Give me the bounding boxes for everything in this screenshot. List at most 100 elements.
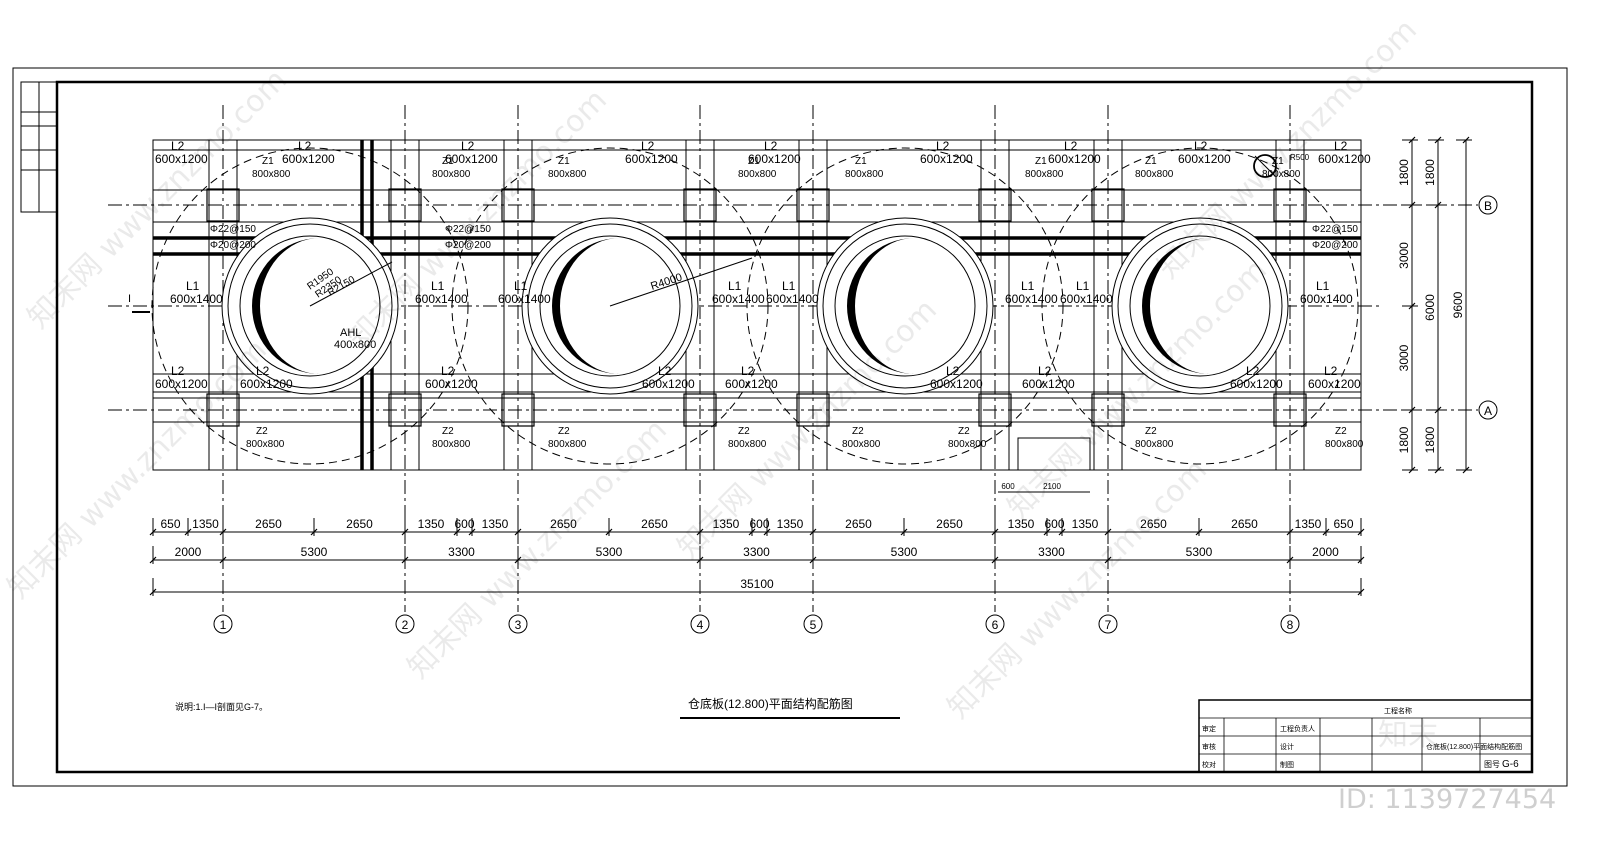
dim-tick xyxy=(184,528,192,536)
dim-value: 3300 xyxy=(1038,545,1065,559)
rebar-label: Φ20@200 xyxy=(210,240,256,251)
beam-size: 600x1200 xyxy=(930,377,983,391)
dim-tick xyxy=(1357,588,1365,596)
beam-size: 600x1400 xyxy=(712,292,765,306)
dim-tick xyxy=(1286,528,1294,536)
dim-value: 2650 xyxy=(550,517,577,531)
column-z1 xyxy=(388,188,422,222)
dim-value: 2650 xyxy=(641,517,668,531)
axis-label: 2 xyxy=(402,618,409,632)
dim-value: 3000 xyxy=(1397,242,1411,269)
dim-tick xyxy=(514,556,522,564)
column-label: Z1 xyxy=(1145,156,1157,167)
beam-label: L1 xyxy=(514,279,528,293)
dim-tick xyxy=(219,556,227,564)
silo-ring xyxy=(822,223,988,389)
axis-bubble xyxy=(395,614,415,634)
dim-tick xyxy=(1434,201,1442,209)
column-size: 800x800 xyxy=(548,439,587,450)
dim-value: 1800 xyxy=(1397,159,1411,186)
tb-cell: 审定 xyxy=(1202,724,1216,733)
beam-label: L1 xyxy=(728,279,742,293)
dim-tick xyxy=(514,528,522,536)
axis-label: 1 xyxy=(220,618,227,632)
beam-label: L2 xyxy=(641,139,655,153)
beam-size: 600x1200 xyxy=(1178,152,1231,166)
dim-value: 600 xyxy=(454,517,474,531)
tb-cell: 制图 xyxy=(1280,760,1294,769)
dim-value: 3300 xyxy=(448,545,475,559)
dim-total: 35100 xyxy=(740,577,774,591)
column-z2 xyxy=(683,393,717,427)
column-size: 800x800 xyxy=(1135,169,1174,180)
dim-value: 2650 xyxy=(1231,517,1258,531)
column-label: Z2 xyxy=(256,426,268,437)
axis-bubble xyxy=(1478,195,1498,215)
dim-tick xyxy=(1434,406,1442,414)
dim-tick xyxy=(763,528,771,536)
dim-tick xyxy=(1357,528,1365,536)
axis-bubble xyxy=(508,614,528,634)
column-z1 xyxy=(683,188,717,222)
dim-tick xyxy=(1322,528,1330,536)
beam-size: 600x1400 xyxy=(1005,292,1058,306)
silo-ring xyxy=(539,235,681,377)
column-z1 xyxy=(501,188,535,222)
dim-tick xyxy=(1408,136,1416,144)
dim-value: 1350 xyxy=(1295,517,1322,531)
watermark: 知末网 www.znzmo.com xyxy=(941,453,1214,726)
beam-label: L1 xyxy=(1316,279,1330,293)
watermark: 知末网 www.znzmo.com xyxy=(401,413,674,686)
beam-label: L1 xyxy=(1021,279,1035,293)
column-label: Z2 xyxy=(852,426,864,437)
beam-size: 600x1200 xyxy=(1318,152,1371,166)
column-label: Z1 xyxy=(558,156,570,167)
beam-size: 600x1200 xyxy=(155,377,208,391)
column-z1 xyxy=(1273,188,1307,222)
column-label: Z1 xyxy=(748,156,760,167)
column-size: 800x800 xyxy=(1325,439,1364,450)
pipe-circle xyxy=(1253,154,1277,178)
dim-value: 5300 xyxy=(891,545,918,559)
beam-size: 600x1200 xyxy=(425,377,478,391)
dim-tick xyxy=(1434,466,1442,474)
drawing-title: 仓底板(12.800)平面结构配筋图 xyxy=(688,696,853,711)
column-z2 xyxy=(1273,393,1307,427)
silo-ring xyxy=(527,223,693,389)
rebar-label: Φ22@150 xyxy=(1312,224,1358,235)
tb-cell: 设计 xyxy=(1280,742,1294,751)
dim-tick xyxy=(1434,136,1442,144)
dim-tick xyxy=(1195,528,1203,536)
watermark: 知末网 www.znzmo.com xyxy=(1151,13,1424,286)
dim-tick xyxy=(468,528,476,536)
dim-value: 2650 xyxy=(845,517,872,531)
column-z1 xyxy=(1091,188,1125,222)
axis-label: 8 xyxy=(1287,618,1294,632)
beam-size: 600x1400 xyxy=(1060,292,1113,306)
dim-tick xyxy=(900,528,908,536)
watermark: 知末网 www.znzmo.com xyxy=(671,293,944,566)
section-mark: I xyxy=(128,293,131,305)
column-size: 800x800 xyxy=(845,169,884,180)
dim-value: 2650 xyxy=(936,517,963,531)
column-label: Z2 xyxy=(558,426,570,437)
silo-outer-dashed xyxy=(1041,147,1359,465)
dim-value: 1350 xyxy=(192,517,219,531)
silo-outer-dashed xyxy=(151,147,469,465)
beam-size: 600x1200 xyxy=(445,152,498,166)
dim-value: 1350 xyxy=(777,517,804,531)
rebar-label: Φ20@200 xyxy=(445,240,491,251)
note-text: 说明:1.I—I剖面见G-7。 xyxy=(175,701,268,712)
column-label: Z2 xyxy=(738,426,750,437)
radius-line xyxy=(309,261,393,307)
tb-cell: G-6 xyxy=(1502,759,1519,770)
dim-value: 650 xyxy=(160,517,180,531)
column-label: Z1 xyxy=(442,156,454,167)
column-label: Z2 xyxy=(1335,426,1347,437)
dim-value: 2100 xyxy=(1043,482,1061,491)
dim-tick xyxy=(991,528,999,536)
dim-tick xyxy=(401,556,409,564)
column-size: 800x800 xyxy=(948,439,987,450)
dim-tick xyxy=(149,588,157,596)
